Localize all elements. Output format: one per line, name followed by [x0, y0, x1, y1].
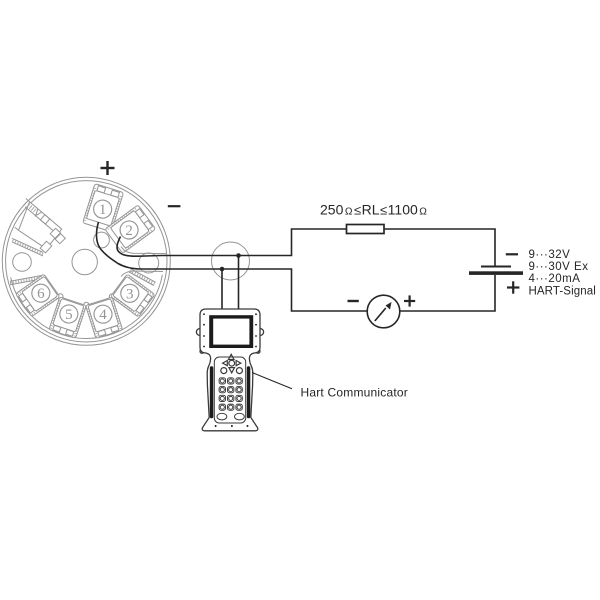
svg-text:4···20mA: 4···20mA: [529, 273, 581, 285]
svg-text:1: 1: [99, 202, 107, 218]
svg-text:Hart Communicator: Hart Communicator: [301, 386, 408, 400]
svg-text:9···32V: 9···32V: [529, 249, 571, 261]
svg-text:4: 4: [99, 307, 107, 323]
svg-text:2: 2: [125, 223, 133, 239]
svg-text:6: 6: [37, 286, 45, 302]
svg-text:3: 3: [126, 286, 133, 302]
svg-text:5: 5: [65, 307, 73, 323]
svg-text:HART-Signal: HART-Signal: [529, 286, 596, 298]
svg-text:9···30V Ex: 9···30V Ex: [529, 261, 589, 273]
